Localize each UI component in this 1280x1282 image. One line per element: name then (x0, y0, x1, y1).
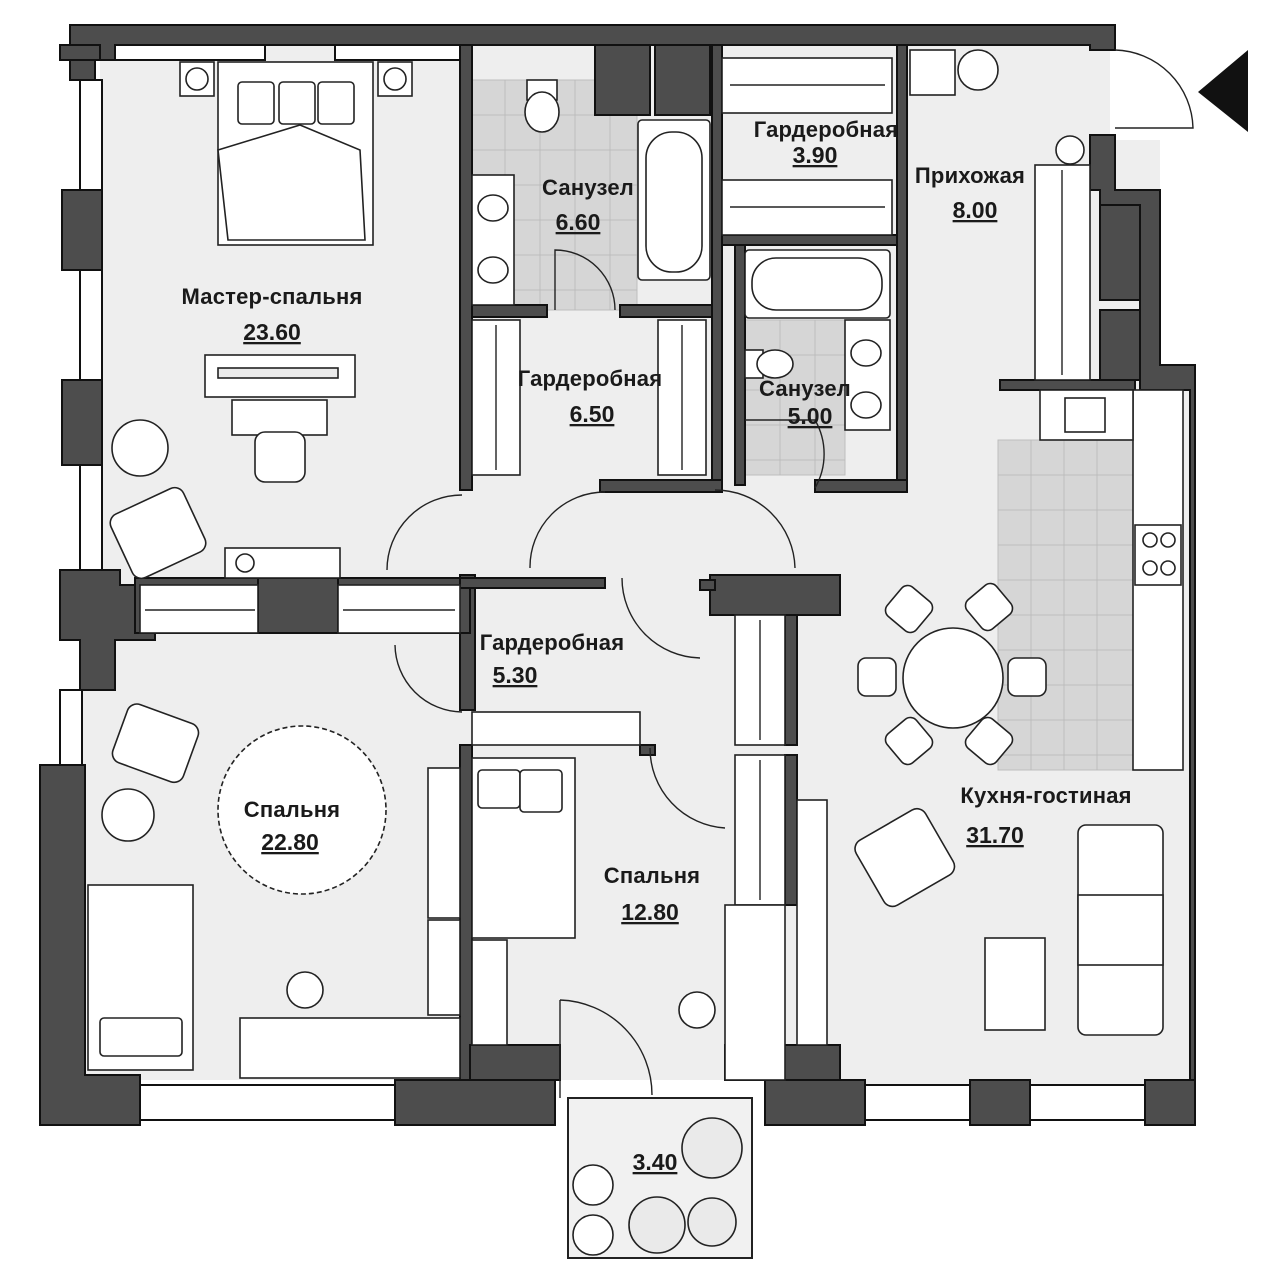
room-name: Спальня (604, 863, 700, 888)
room-area: 5.30 (493, 662, 538, 688)
bathroom-2-fixtures (744, 249, 891, 431)
kitchen-living-furniture (854, 389, 1184, 1036)
room-wardrobe-3: Гардеробная 5.30 (480, 630, 625, 688)
room-wardrobe-1: Гардеробная 3.90 (754, 117, 899, 168)
room-area: 6.50 (570, 401, 615, 427)
room-area: 23.60 (243, 319, 301, 345)
room-bedroom-1: Спальня 22.80 (244, 797, 340, 855)
room-name: Кухня-гостиная (960, 783, 1131, 808)
room-area: 22.80 (261, 829, 319, 855)
room-name: Спальня (244, 797, 340, 822)
bathroom-1-fixtures (471, 79, 711, 306)
room-hallway: Прихожая 8.00 (915, 163, 1025, 223)
hallway-furniture (909, 49, 1085, 165)
room-area: 5.00 (788, 403, 833, 429)
room-bathroom-1: Санузел 6.60 (542, 175, 634, 235)
windows (59, 44, 1146, 1121)
interior-walls (134, 44, 1136, 1081)
room-name: Мастер-спальня (181, 284, 362, 309)
room-balcony: 3.40 (633, 1149, 678, 1175)
room-area: 8.00 (953, 197, 998, 223)
room-area: 31.70 (966, 822, 1024, 848)
room-kitchen-living: Кухня-гостиная 31.70 (960, 783, 1131, 848)
room-labels: Мастер-спальня 23.60 Санузел 6.60 Гардер… (181, 117, 1131, 1175)
room-area: 3.90 (793, 142, 838, 168)
room-name: Гардеробная (518, 366, 663, 391)
room-bedroom-2: Спальня 12.80 (604, 863, 700, 925)
room-wardrobe-2: Гардеробная 6.50 (518, 366, 663, 427)
balcony-furniture (572, 1117, 743, 1256)
room-name: Прихожая (915, 163, 1025, 188)
room-area: 12.80 (621, 899, 679, 925)
bedroom-2-furniture (471, 711, 828, 1081)
doors (386, 49, 1194, 1098)
room-area: 6.60 (556, 209, 601, 235)
room-name: Гардеробная (754, 117, 899, 142)
room-master-bedroom: Мастер-спальня 23.60 (181, 284, 362, 345)
room-bathroom-2: Санузел 5.00 (759, 376, 851, 429)
bedroom-1-furniture (87, 703, 461, 1079)
arrow-left-icon (1198, 50, 1248, 132)
master-bedroom-furniture (109, 61, 413, 580)
room-name: Санузел (542, 175, 634, 200)
room-name: Санузел (759, 376, 851, 401)
wardrobe-rails (145, 84, 1063, 900)
room-area: 3.40 (633, 1149, 678, 1175)
room-name: Гардеробная (480, 630, 625, 655)
